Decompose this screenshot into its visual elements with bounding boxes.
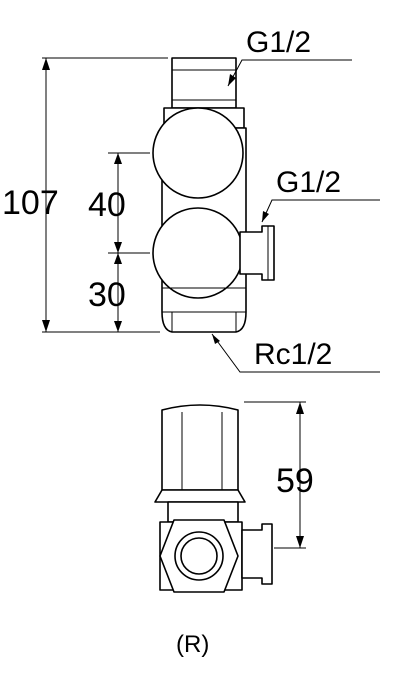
dim-upper-spacing: 40 (88, 186, 126, 224)
bore-inner (180, 537, 218, 575)
handle-taper (154, 489, 246, 503)
bottom-thread-label: Rc1/2 (254, 338, 332, 371)
side-view-dimensions (244, 401, 306, 549)
lower-boss (152, 207, 244, 299)
dim-lower-view-height: 59 (276, 462, 314, 500)
upper-boss (152, 107, 244, 199)
stem (167, 501, 239, 523)
side-outlet-side-view (241, 523, 273, 585)
front-view-dimensions (42, 57, 380, 373)
dim-lower-spacing: 30 (88, 276, 126, 314)
side-view (154, 404, 273, 593)
side-thread-label: G1/2 (276, 166, 341, 199)
view-marker: (R) (176, 631, 209, 658)
side-outlet (239, 225, 275, 281)
front-view (152, 57, 275, 333)
dim-total-height: 107 (2, 184, 59, 222)
top-thread-label: G1/2 (246, 26, 311, 59)
handle-cap (161, 404, 239, 491)
